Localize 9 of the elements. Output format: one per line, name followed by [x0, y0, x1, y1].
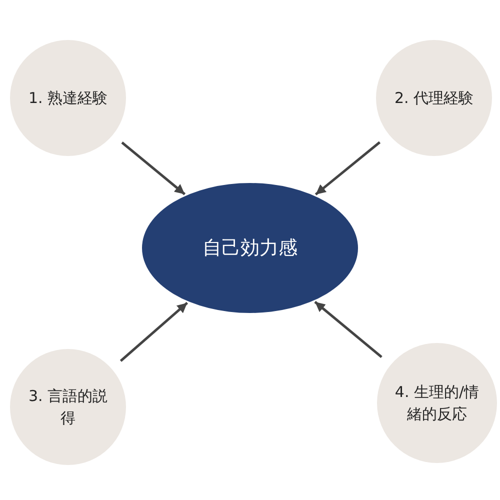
- circle-node: 3. 言語的説得: [10, 349, 126, 465]
- arrow: [314, 300, 382, 358]
- circle-node: 1. 熟達経験: [10, 40, 126, 156]
- arrow: [120, 302, 188, 362]
- ellipse-node: 自己効力感: [142, 183, 358, 313]
- circle-node: 4. 生理的/情緒的反応: [377, 343, 497, 463]
- arrow: [121, 142, 186, 196]
- arrow: [314, 141, 381, 196]
- circle-node: 2. 代理経験: [376, 40, 492, 156]
